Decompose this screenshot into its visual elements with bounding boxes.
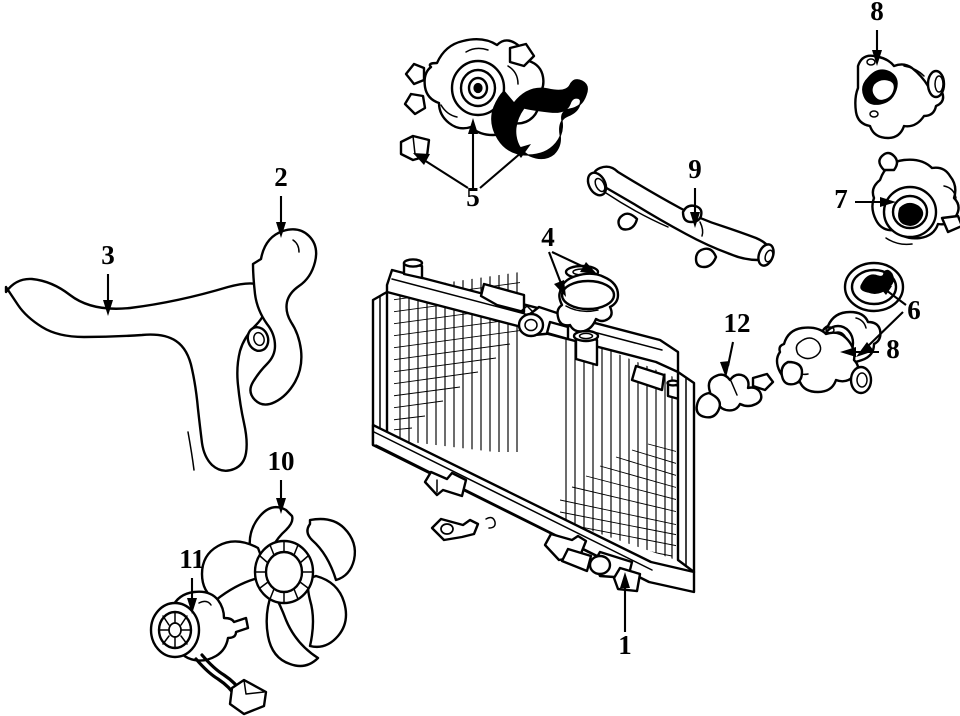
fan-motor-connector	[228, 678, 268, 716]
water-outlet-lower	[775, 326, 873, 395]
cooling-fan-blade	[200, 505, 357, 668]
water-pump	[399, 38, 588, 162]
radiator-drain-petcock	[430, 516, 496, 542]
radiator-top-fitting-a	[479, 282, 526, 314]
radiator-top-fitting-b	[545, 320, 570, 341]
callout-label-7: 7	[834, 184, 848, 214]
callout-label-4: 4	[541, 222, 555, 252]
callout-label-10: 10	[268, 446, 295, 476]
callout-label-9: 9	[688, 154, 702, 184]
radiator-core-hatch-right	[560, 330, 676, 560]
callout-label-1: 1	[618, 630, 632, 660]
upper-radiator-hose	[246, 228, 318, 406]
radiator-cap	[556, 264, 620, 333]
callout-label-5: 5	[466, 182, 480, 212]
water-outlet-upper	[854, 54, 946, 140]
lower-radiator-hose	[4, 277, 285, 472]
coolant-temperature-sensor	[695, 372, 775, 419]
fan-motor	[149, 590, 268, 716]
radiator-bottom-fitting-b	[560, 547, 593, 573]
callout-leaders	[103, 30, 907, 632]
callout-label-2: 2	[274, 162, 288, 192]
callout-label-12: 12	[724, 308, 751, 338]
water-pipe	[586, 165, 775, 269]
callout-label-8-upper: 8	[870, 0, 884, 26]
callout-numbers: 1 2 3 4 5 6 7 8 8 9 10 11 12	[101, 0, 921, 660]
thermostat-housing	[871, 151, 960, 246]
callout-label-6: 6	[907, 295, 921, 325]
callout-label-3: 3	[101, 240, 115, 270]
callout-label-11: 11	[179, 544, 205, 574]
callout-label-8-lower: 8	[886, 334, 900, 364]
radiator-assembly	[371, 258, 696, 594]
